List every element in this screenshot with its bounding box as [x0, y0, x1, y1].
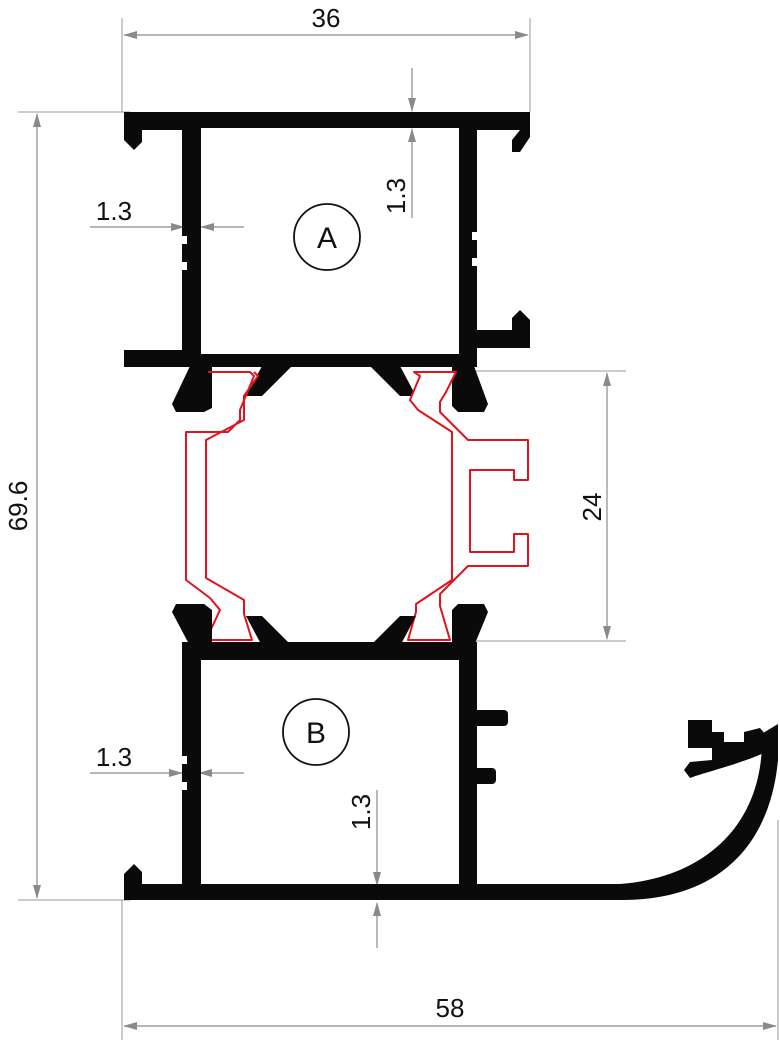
- chamber-b-letter: B: [306, 717, 326, 750]
- wall-b-bottom-label: 1.3: [346, 794, 376, 830]
- lower-right-wall: [459, 642, 477, 900]
- total-height-label: 69.6: [3, 481, 33, 532]
- wall-notch: [472, 258, 477, 266]
- wall-b-side-label: 1.3: [96, 742, 132, 772]
- wall-notch: [182, 782, 187, 790]
- wall-notch: [182, 756, 187, 764]
- lower-center-tooth-right: [370, 616, 416, 646]
- upper-profile-section: [124, 112, 530, 412]
- dimension-wall-b-side: 1.3: [90, 742, 244, 777]
- dimension-wall-b-bottom: 1.3: [346, 790, 381, 948]
- wall-notch: [182, 262, 187, 270]
- dimension-total-height: 69.6: [3, 111, 130, 901]
- lower-profile-section: [124, 604, 778, 900]
- lower-center-tooth-left: [246, 616, 292, 646]
- lower-left-claw: [172, 604, 212, 646]
- wall-a-top-label: 1.3: [381, 178, 411, 214]
- upper-right-hook: [470, 310, 530, 348]
- chamber-a-label: A: [293, 203, 361, 271]
- bottom-width-label: 58: [436, 993, 465, 1023]
- label-circle: [282, 698, 350, 766]
- dimension-thermal-break-height: 24: [470, 370, 626, 642]
- dimension-bottom-width: 58: [121, 820, 779, 1040]
- wall-notch: [182, 236, 187, 244]
- label-circle: [293, 203, 361, 271]
- lower-right-fin: [470, 710, 508, 726]
- lower-top-base: [182, 642, 477, 660]
- chamber-b-label: B: [282, 698, 350, 766]
- upper-center-tooth-right: [370, 366, 416, 396]
- chamber-a-letter: A: [317, 222, 337, 255]
- wall-a-side-label: 1.3: [96, 196, 132, 226]
- thermal-break: [185, 371, 529, 641]
- lower-bottom-flange-with-curve: [124, 724, 778, 900]
- upper-center-tooth-left: [246, 366, 292, 396]
- upper-right-wall: [459, 112, 477, 356]
- wall-notch: [472, 232, 477, 240]
- dimension-wall-a-top: 1.3: [381, 68, 416, 218]
- dimension-wall-a-side: 1.3: [90, 196, 244, 231]
- upper-bottom-base: [124, 350, 477, 367]
- upper-right-claw: [452, 366, 488, 412]
- top-width-label: 36: [312, 3, 341, 33]
- upper-top-flange: [124, 112, 530, 152]
- upper-left-wall: [182, 112, 201, 356]
- thermal-break-height-label: 24: [577, 493, 607, 522]
- dimension-top-width: 36: [121, 3, 531, 112]
- lower-right-claw: [452, 604, 488, 646]
- lower-right-fin: [470, 768, 496, 784]
- lower-left-wall: [182, 642, 201, 900]
- curved-arm-tip: [684, 720, 770, 778]
- upper-left-claw: [172, 366, 212, 412]
- thermal-break-strip-outer: [185, 371, 529, 641]
